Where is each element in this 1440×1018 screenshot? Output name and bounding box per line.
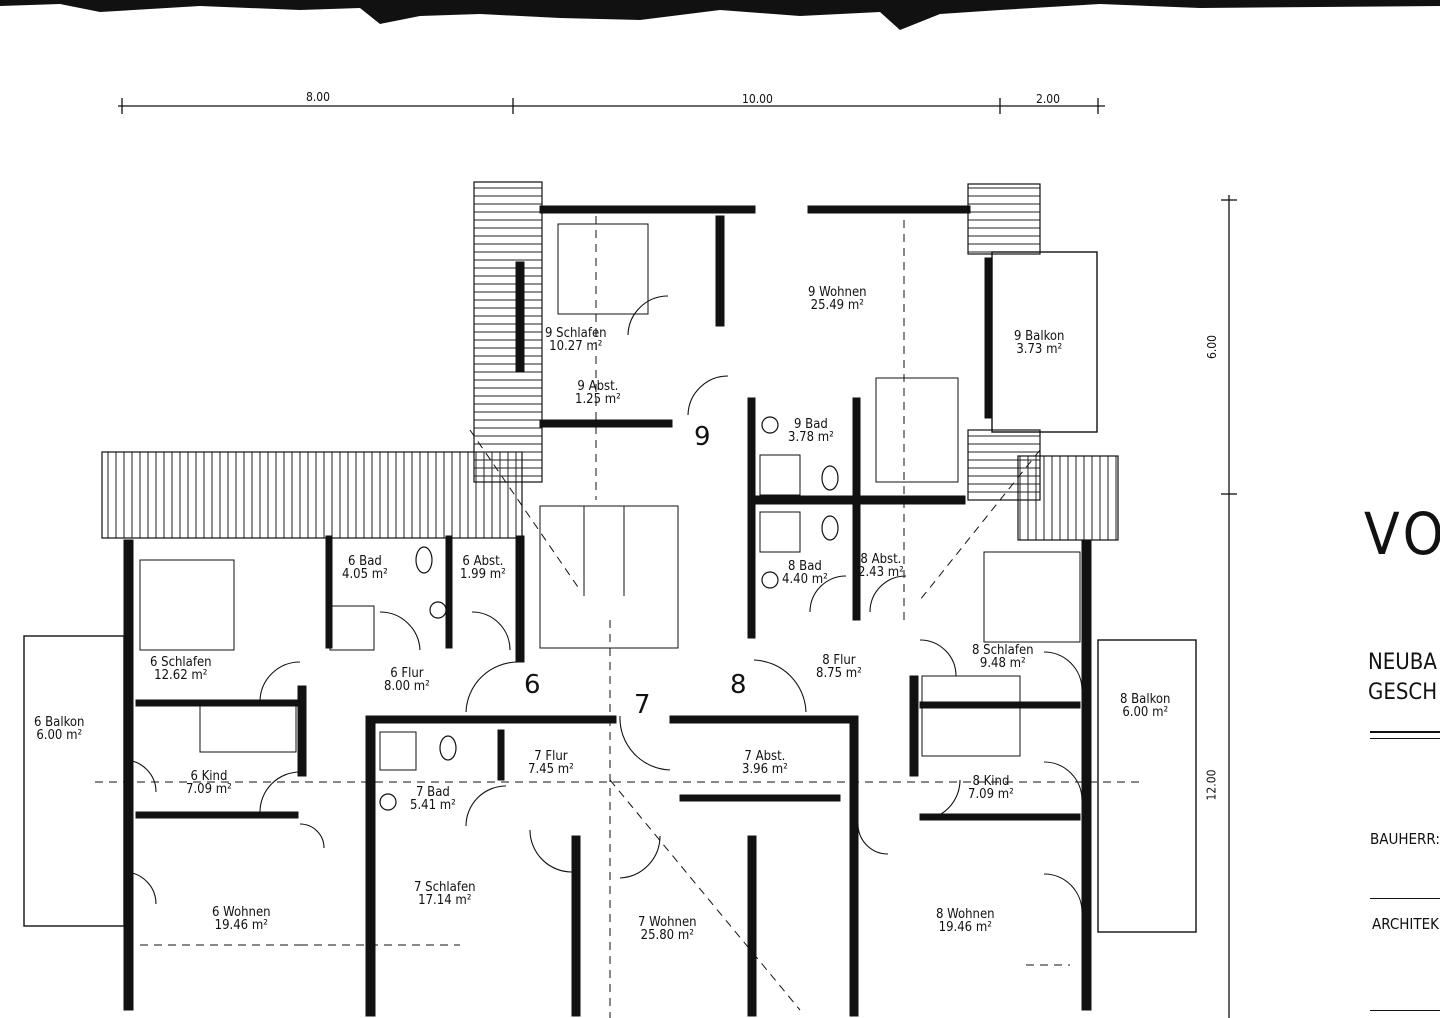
scan-edge — [0, 0, 1440, 30]
dim-right-2: 12.00 — [1204, 769, 1219, 801]
unit-number-9: 9 — [694, 422, 711, 452]
sanitary-fixtures — [379, 416, 839, 811]
unit-number-6: 6 — [524, 670, 541, 700]
title-heading: VO — [1364, 500, 1440, 568]
dimension-top — [118, 98, 1105, 114]
title-rule-3 — [1370, 898, 1440, 899]
door-swings — [123, 295, 1083, 913]
walls — [123, 205, 1092, 1017]
room-label-6-abst: 6 Abst.1.99 m² — [460, 554, 506, 582]
title-rule-1 — [1370, 731, 1440, 733]
project-line-1: NEUBA — [1368, 650, 1437, 675]
dimension-right — [1221, 195, 1237, 1018]
architekt-label: ARCHITEK — [1372, 915, 1440, 933]
room-label-8-abst: 8 Abst.2.43 m² — [858, 552, 904, 580]
bauherr-label: BAUHERR: — [1370, 830, 1440, 848]
dim-top-1: 8.00 — [306, 90, 331, 104]
room-label-7-abst: 7 Abst.3.96 m² — [742, 749, 788, 777]
dim-top-2: 10.00 — [742, 92, 773, 106]
unit-number-7: 7 — [634, 690, 651, 720]
balconies — [23, 251, 1197, 933]
dim-top-3: 2.00 — [1036, 92, 1061, 106]
unit-number-8: 8 — [730, 670, 747, 700]
interior-lines — [139, 223, 1081, 771]
title-rule-4 — [1370, 1010, 1440, 1011]
roof-hatching — [101, 181, 1119, 541]
dashed-lines — [95, 216, 1140, 1018]
project-line-2: GESCH — [1368, 680, 1438, 705]
dim-right-1: 6.00 — [1205, 334, 1220, 360]
room-label-9-abst: 9 Abst.1.25 m² — [575, 379, 621, 407]
title-rule-2 — [1370, 738, 1440, 739]
